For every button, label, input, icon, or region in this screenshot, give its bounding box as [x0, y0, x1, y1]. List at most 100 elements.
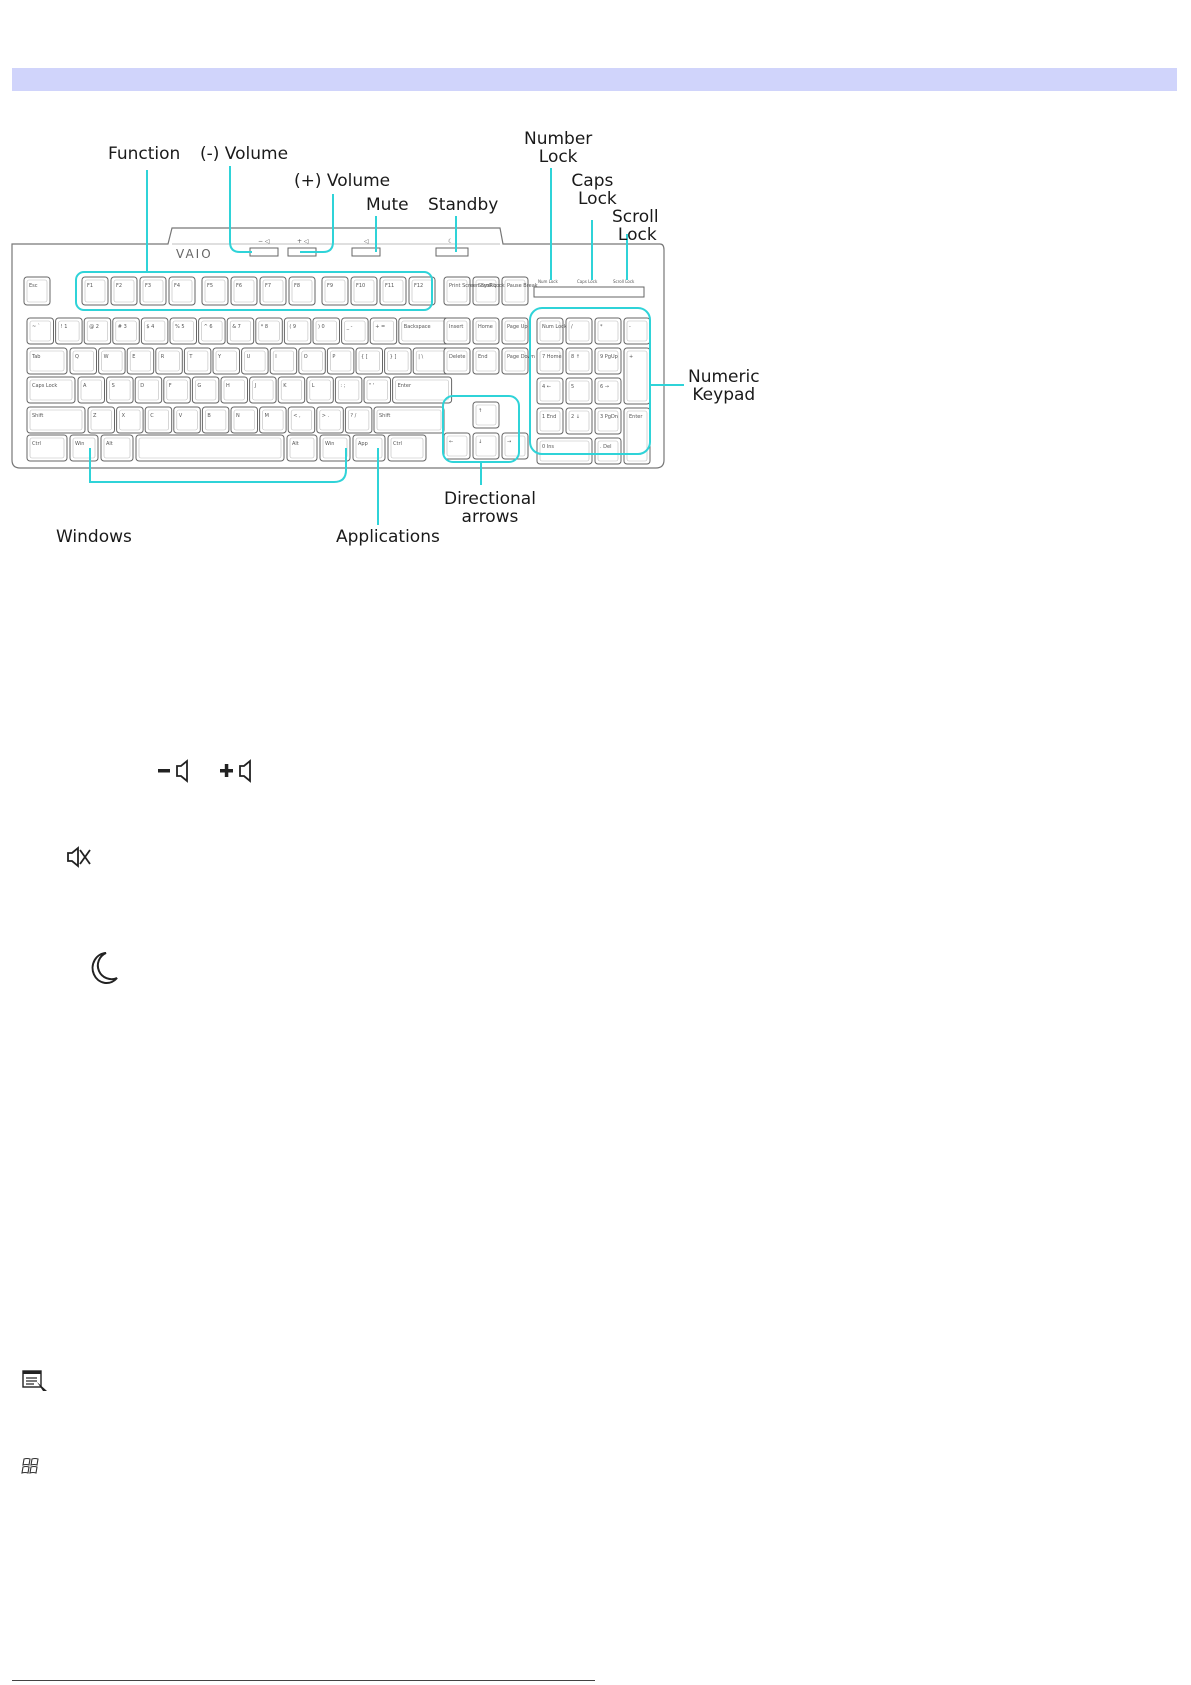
key-f1-label: F1: [87, 283, 93, 289]
key-f2-inner: [113, 279, 135, 303]
key-arrow-left-inner: [446, 435, 468, 457]
key-num-6: [198, 317, 226, 345]
key-shift-row-1: [87, 406, 115, 434]
key-system-1-inner: [446, 279, 468, 303]
key-home-4-inner: [166, 379, 188, 401]
key-home-7: [249, 376, 277, 404]
key-bottom-7: [387, 434, 427, 462]
mute-icon: [67, 846, 91, 868]
key-f3-label: F3: [145, 283, 151, 289]
key-qwerty-5-label: T: [188, 354, 193, 360]
key-f2-label: F2: [116, 283, 122, 289]
key-arrow-up: [472, 401, 500, 429]
key-caps-label: Caps Lock: [32, 383, 57, 389]
key-qwerty-1-label: Q: [75, 354, 79, 360]
label-function: Function: [108, 144, 181, 164]
key-home-7-label: J: [254, 383, 256, 389]
key-qwerty-6: [212, 347, 240, 375]
key-home-6-label: H: [226, 383, 230, 389]
key-kp-3-inner: [597, 410, 619, 432]
key-f6: [230, 276, 258, 306]
key-num-11-inner: [344, 320, 366, 342]
key-kp-0-label: 0 Ins: [542, 444, 554, 450]
callout-lines: [75, 166, 684, 525]
key-shift-row-6: [230, 406, 258, 434]
key-qwerty-8-label: I: [275, 354, 276, 360]
key-tab-inner: [29, 350, 65, 372]
key-home-2-inner: [109, 379, 131, 401]
key-num-2-label: @ 2: [89, 324, 99, 330]
key-arrow-up-label: ↑: [478, 408, 482, 414]
key-num-12-label: + =: [375, 324, 385, 330]
key-qwerty-5: [183, 347, 212, 375]
key-num-8-inner: [258, 320, 280, 342]
key-kp-numlock: [536, 317, 564, 345]
key-f12: [408, 276, 436, 306]
key-kp-enter-inner: [626, 410, 648, 462]
key-kp-decimal-label: . Del: [600, 444, 612, 450]
key-shift-row-6-label: N: [236, 413, 240, 419]
key-home-2: [106, 376, 134, 404]
key-home-11-inner: [366, 379, 388, 401]
key-shift-row-9-inner: [319, 409, 341, 431]
windows-icon: [21, 1457, 39, 1474]
key-shift-row-3-label: C: [150, 413, 154, 419]
key-kp-enter-label: Enter: [629, 414, 643, 420]
key-num-12-inner: [372, 320, 395, 342]
key-home-7-inner: [252, 379, 274, 401]
key-bottom-1-inner: [72, 437, 96, 459]
key-system-3-inner: [504, 279, 526, 303]
key-shift-row-5-label: B: [207, 413, 211, 419]
key-home-1-label: A: [83, 383, 87, 389]
key-edit-1: [472, 317, 500, 345]
key-shift-row-1-label: Z: [93, 413, 97, 419]
key-bottom-0-inner: [29, 437, 65, 459]
key-f4-label: F4: [174, 283, 180, 289]
key-edit-3: [443, 347, 471, 375]
key-num-9: [283, 317, 312, 345]
key-arrow-down-label: ↓: [478, 439, 482, 445]
label-standby: Standby: [428, 195, 499, 215]
key-f7: [259, 276, 287, 306]
key-f8: [288, 276, 316, 306]
key-kp-6-inner: [597, 380, 619, 402]
key-num-3-inner: [115, 320, 137, 342]
key-arrow-down-inner: [475, 435, 497, 457]
key-shift-row-5: [201, 406, 230, 434]
svg-text:− ◁: − ◁: [258, 238, 270, 245]
key-bottom-0: [26, 434, 68, 462]
key-num-1-label: ! 1: [61, 324, 68, 330]
key-qwerty-12: [384, 347, 412, 375]
key-kp-1: [536, 407, 564, 435]
key-esc-label: Esc: [29, 283, 38, 289]
key-arrow-right-label: →: [507, 439, 511, 445]
key-f8-label: F8: [294, 283, 300, 289]
key-home-8: [277, 376, 306, 404]
key-kp-9: [594, 347, 622, 375]
key-num-6-label: ^ 6: [204, 324, 213, 330]
key-kp-plus: [623, 347, 651, 405]
key-kp-numlock-label: Num Lock: [542, 324, 567, 330]
key-kp-7: [536, 347, 564, 375]
key-shift-row-6-inner: [233, 409, 255, 431]
vaio-logo: VAIO: [176, 247, 213, 261]
key-qwerty-8-inner: [272, 350, 295, 372]
key-home-9: [306, 376, 334, 404]
key-qwerty-12-label: } ]: [390, 354, 397, 360]
key-arrow-down: [472, 432, 500, 460]
key-backspace-label: Backspace: [404, 324, 431, 330]
key-qwerty-10: [326, 347, 355, 375]
svg-text:☾: ☾: [448, 238, 453, 245]
key-shift-row-2-inner: [119, 409, 141, 431]
key-num-3: [112, 317, 140, 345]
key-kp-8: [565, 347, 593, 375]
key-kp-9-label: 9 PgUp: [600, 354, 618, 360]
numeric-keypad-highlight: [529, 307, 651, 455]
key-enter-inner: [395, 379, 449, 401]
key-num-1-inner: [58, 320, 80, 342]
key-bottom-4-label: Alt: [292, 441, 299, 447]
key-qwerty-2-inner: [101, 350, 123, 372]
